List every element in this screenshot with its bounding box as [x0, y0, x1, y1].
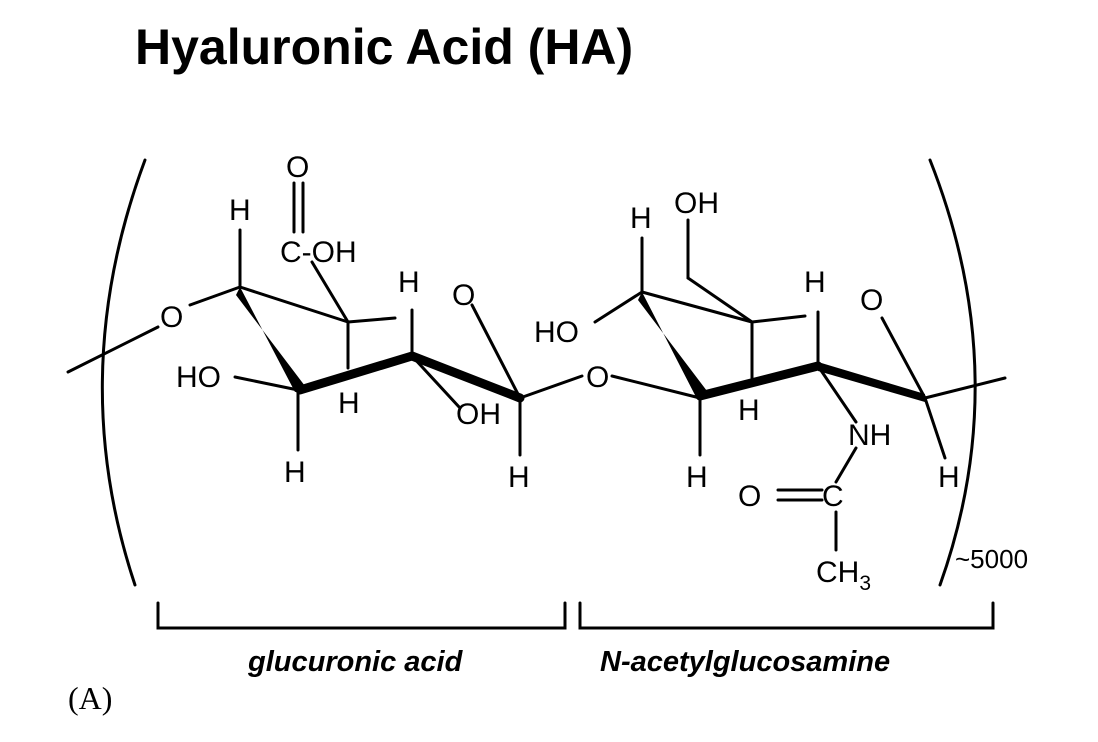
atom-h-c3: H — [686, 461, 708, 494]
bond-c4-c5 — [238, 285, 350, 324]
wedge-bond-c4-c3 — [638, 292, 710, 397]
bond-c1-h — [923, 396, 947, 460]
atom-h-c3: H — [284, 456, 306, 489]
atom-o-glycosidic: O — [586, 361, 609, 394]
bond-c4-c5 — [640, 290, 754, 324]
bond-ring-o-c1 — [470, 303, 522, 400]
bond-c5-ch2 — [686, 276, 754, 324]
atom-o-ring-right: O — [860, 284, 883, 317]
left-parenthesis — [100, 158, 147, 587]
bond-c3-ho — [233, 375, 300, 392]
bond-glycosidic-left — [518, 374, 584, 400]
bond-o-c4 — [188, 285, 242, 307]
atom-h-c1: H — [938, 461, 960, 494]
atom-carboxyl-c-oh: C-OH — [280, 236, 357, 269]
atom-ch3: CH3 — [816, 556, 871, 595]
bond-chain-left — [66, 325, 160, 374]
bracket-n-acetylglucosamine — [578, 601, 995, 630]
atom-o-ring-left: O — [452, 279, 475, 312]
atom-o-amide: O — [738, 480, 761, 513]
repeat-count: ~5000 — [955, 544, 1028, 574]
atom-o-link-left: O — [160, 301, 183, 334]
atom-nh: NH — [848, 419, 891, 452]
bond-c5-h-stub — [346, 316, 397, 324]
unit-label-glucuronic-acid: glucuronic acid — [247, 646, 464, 678]
bond-c5-carboxyl — [310, 260, 350, 324]
atom-oh-c2: OH — [456, 398, 501, 431]
atom-h-c5: H — [804, 266, 826, 299]
bond-c4-ho — [593, 290, 644, 324]
diagram-title: Hyaluronic Acid (HA) — [135, 19, 633, 75]
atom-h-c4: H — [229, 194, 251, 227]
atom-h-c4: H — [630, 202, 652, 235]
right-parenthesis — [928, 158, 977, 587]
bond-chain-right — [923, 376, 1007, 400]
atom-h-c3-axial: H — [738, 394, 760, 427]
bond-ring-o-c1 — [880, 316, 927, 400]
atom-o-carbonyl: O — [286, 151, 309, 184]
n-acetylglucosamine-ring — [593, 218, 1007, 552]
bold-bond-front-edge — [295, 351, 525, 403]
bond-glycosidic-right — [610, 374, 702, 400]
atom-ho-c3: HO — [176, 361, 221, 394]
unit-label-n-acetylglucosamine: N-acetylglucosamine — [600, 646, 890, 678]
wedge-bond-front-right — [818, 362, 925, 402]
bond-n-c — [834, 446, 858, 484]
panel-label: (A) — [68, 680, 112, 716]
bond-c5-h-stub — [750, 314, 807, 324]
bond-c2-nh — [816, 364, 858, 424]
bond-c2-oh — [410, 354, 462, 410]
atom-oh-ch2: OH — [674, 187, 719, 220]
atom-h-c5: H — [398, 266, 420, 299]
atom-c-amide: C — [822, 480, 844, 513]
bold-bond-front-left — [695, 361, 823, 401]
glucuronic-acid-ring — [66, 181, 525, 457]
atom-h-c3-axial: H — [338, 387, 360, 420]
atom-h-c1: H — [508, 461, 530, 494]
bracket-glucuronic-acid — [156, 601, 567, 630]
atom-ho-c4: HO — [534, 316, 579, 349]
wedge-bond-c4-c3 — [236, 287, 308, 392]
